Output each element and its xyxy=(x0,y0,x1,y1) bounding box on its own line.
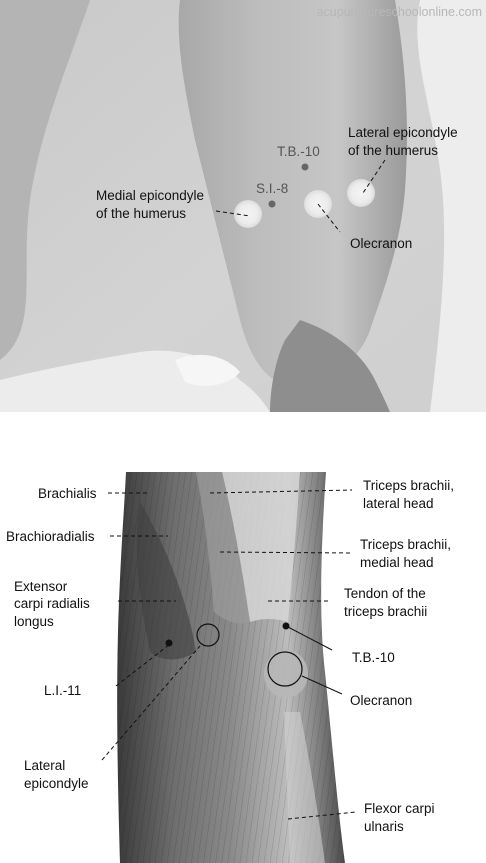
ecrl-label-line2: carpi radialis xyxy=(14,596,90,611)
li11-leader xyxy=(115,643,171,687)
tb10-leader-anatomy xyxy=(287,626,333,651)
olecranon-label-anatomy: Olecranon xyxy=(350,693,412,708)
olecranon-bulge xyxy=(264,650,308,698)
right-background xyxy=(417,0,486,412)
triceps-lateral-label-line1: Triceps brachii, xyxy=(363,478,454,493)
si8-point xyxy=(268,200,276,208)
fcu-leader xyxy=(287,811,357,820)
elbow-photo-panel: acupunctureschoolonline.com Lateral epic… xyxy=(0,0,486,412)
ecrl-label-line1: Extensor xyxy=(14,579,68,594)
watermark-text: acupunctureschoolonline.com xyxy=(317,5,482,19)
tendon-label-line1: Tendon of the xyxy=(344,586,426,601)
triceps-lateral-label-line2: lateral head xyxy=(363,496,434,511)
medial-epicondyle-spot xyxy=(234,200,262,228)
tb10-label: T.B.-10 xyxy=(277,144,320,159)
flexor-carpi-ulnaris-shape xyxy=(284,712,325,863)
upper-arm xyxy=(178,0,407,386)
tb10-label-anatomy: T.B.-10 xyxy=(352,650,395,665)
olecranon-label: Olecranon xyxy=(350,236,412,251)
elbow-photo: acupunctureschoolonline.com Lateral epic… xyxy=(0,0,486,412)
lateral-epicondyle-circle xyxy=(196,623,220,647)
forearm xyxy=(270,320,390,412)
fabric-fold xyxy=(175,354,240,386)
triceps-medial-label-line2: medial head xyxy=(360,555,434,570)
olecranon-leader xyxy=(317,203,341,233)
elbow-anatomy-illustration: Brachialis Brachioradialis Extensor carp… xyxy=(6,472,454,863)
tb10-point xyxy=(301,163,309,171)
fcu-label-line1: Flexor carpi xyxy=(364,801,435,816)
brachioradialis-label: Brachioradialis xyxy=(6,529,95,544)
lateral-epicondyle-label-line2-anatomy: epicondyle xyxy=(24,776,89,791)
li11-label: L.I.-11 xyxy=(44,683,81,698)
brachialis-label: Brachialis xyxy=(38,486,97,501)
lateral-epicondyle-label-line2: of the humerus xyxy=(348,143,438,158)
fcu-label-line2: ulnaris xyxy=(364,819,404,834)
li11-point xyxy=(165,639,173,647)
brachioradialis-shape xyxy=(136,502,196,660)
triceps-medial-leader xyxy=(219,551,353,554)
ecrl-label-line3: longus xyxy=(14,614,54,629)
olecranon-circle xyxy=(267,651,303,687)
triceps-tendon-shape xyxy=(222,472,300,622)
elbow-anatomy-panel: Brachialis Brachioradialis Extensor carp… xyxy=(0,412,486,863)
lateral-epicondyle-label-line1: Lateral epicondyle xyxy=(348,125,458,140)
olecranon-leader-anatomy xyxy=(301,675,343,695)
lateral-epicondyle-label-line1-anatomy: Lateral xyxy=(24,758,65,773)
triceps-lateral-head-shape xyxy=(196,472,250,624)
medial-epicondyle-leader xyxy=(215,210,251,217)
si8-label: S.I.-8 xyxy=(256,181,288,196)
triceps-medial-label-line1: Triceps brachii, xyxy=(360,537,451,552)
tb10-point-anatomy xyxy=(282,622,290,630)
medial-epicondyle-label-line2: of the humerus xyxy=(96,206,186,221)
tendon-label-line2: triceps brachii xyxy=(344,604,427,619)
lateral-epicondyle-spot xyxy=(347,179,375,207)
triceps-lateral-leader xyxy=(209,489,353,494)
medial-epicondyle-label-line1: Medial epicondyle xyxy=(96,188,204,203)
torso-shadow xyxy=(0,0,90,360)
